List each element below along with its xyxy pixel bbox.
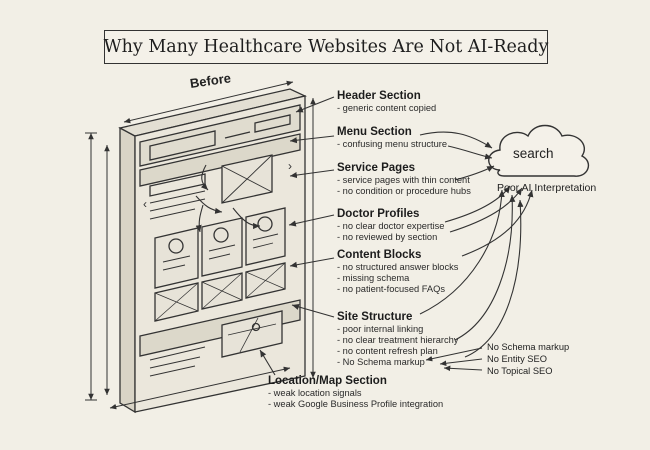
callout-site-structure: Site Structure - poor internal linking -… <box>337 311 459 367</box>
callout-menu-section: Menu Section - confusing menu structure <box>337 126 448 149</box>
wireframe-mockup: ‹ › <box>118 88 307 414</box>
extra-issue-schema: No Schema markup <box>487 342 570 352</box>
wireframe-doctor-cards <box>154 207 286 289</box>
callout-arrows <box>195 96 335 376</box>
wireframe-side <box>119 126 136 414</box>
extra-issue-arrows <box>425 347 483 372</box>
extra-issue-entity: No Entity SEO <box>487 354 547 364</box>
search-label: search <box>513 146 554 161</box>
callout-location-map: Location/Map Section - weak location sig… <box>268 375 444 409</box>
poor-ai-label: Poor AI Interpretation <box>497 182 597 194</box>
dimension-lines <box>85 80 316 410</box>
wireframe-content-blocks <box>154 262 286 322</box>
slider-right-arrow: › <box>288 159 292 173</box>
wireframe-menu <box>139 133 301 187</box>
wireframe-map <box>221 310 283 358</box>
callout-content-blocks: Content Blocks - no structured answer bl… <box>337 249 459 294</box>
callout-header-section: Header Section - generic content copied <box>337 90 437 113</box>
callout-doctor-profiles: Doctor Profiles - no clear doctor expert… <box>337 208 445 242</box>
search-cloud <box>488 124 590 177</box>
callout-service-pages: Service Pages - service pages with thin … <box>337 162 471 196</box>
wireframe-site-structure <box>139 299 301 357</box>
page-title: Why Many Healthcare Websites Are Not AI-… <box>104 30 548 64</box>
slider-left-arrow: ‹ <box>143 197 147 211</box>
extra-issue-topical: No Topical SEO <box>487 366 553 376</box>
